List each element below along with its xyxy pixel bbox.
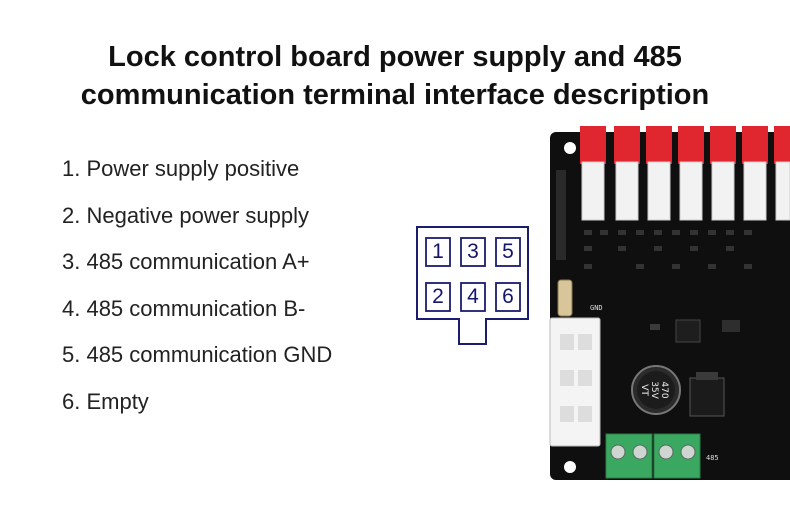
page-title: Lock control board power supply and 485 …: [0, 38, 790, 114]
capacitor-marking-3: VT: [639, 384, 649, 396]
terminal-label: 485: [706, 454, 719, 462]
pin-description-4: 4. 485 communication B-: [62, 295, 306, 321]
pin-description-5: 5. 485 communication GND: [62, 342, 333, 367]
title-line-2: communication terminal interface descrip…: [80, 79, 710, 111]
capacitor-marking-2: 35V: [649, 381, 659, 399]
pin-1-label: 1: [432, 240, 444, 263]
board-photo: GND 470 35V VT 485: [540, 124, 790, 503]
connector-outline: [416, 226, 529, 345]
white-connector-row: [581, 161, 790, 221]
svg-text:GND: GND: [590, 304, 603, 312]
pin-description-list: 1. Power supply positive 2. Negative pow…: [62, 146, 332, 425]
header-label: GND: [590, 304, 603, 312]
pin-2-label: 2: [432, 285, 444, 308]
title-line-1: Lock control board power supply and 485: [108, 41, 682, 73]
power-header: [549, 317, 601, 447]
pin-4-label: 4: [467, 285, 479, 308]
pin-6-label: 6: [502, 285, 514, 308]
capacitor: 470 35V VT: [631, 365, 681, 415]
pin-description-6: 6. Empty: [62, 388, 149, 414]
pin-description-2: 2. Negative power supply: [62, 202, 310, 228]
pin-description-3: 3. 485 communication A+: [62, 249, 310, 274]
pin-3-label: 3: [467, 240, 479, 263]
terminal-blocks: [605, 433, 701, 479]
capacitor-marking-1: 470: [659, 381, 669, 398]
board-illustration: GND 470 35V VT 485: [549, 126, 790, 480]
pin-5-label: 5: [502, 240, 514, 263]
connector-pinout-diagram: 1 3 5 2 4 6: [416, 226, 529, 345]
red-connector-row: [580, 126, 790, 164]
pin-description-1: 1. Power supply positive: [62, 156, 300, 181]
